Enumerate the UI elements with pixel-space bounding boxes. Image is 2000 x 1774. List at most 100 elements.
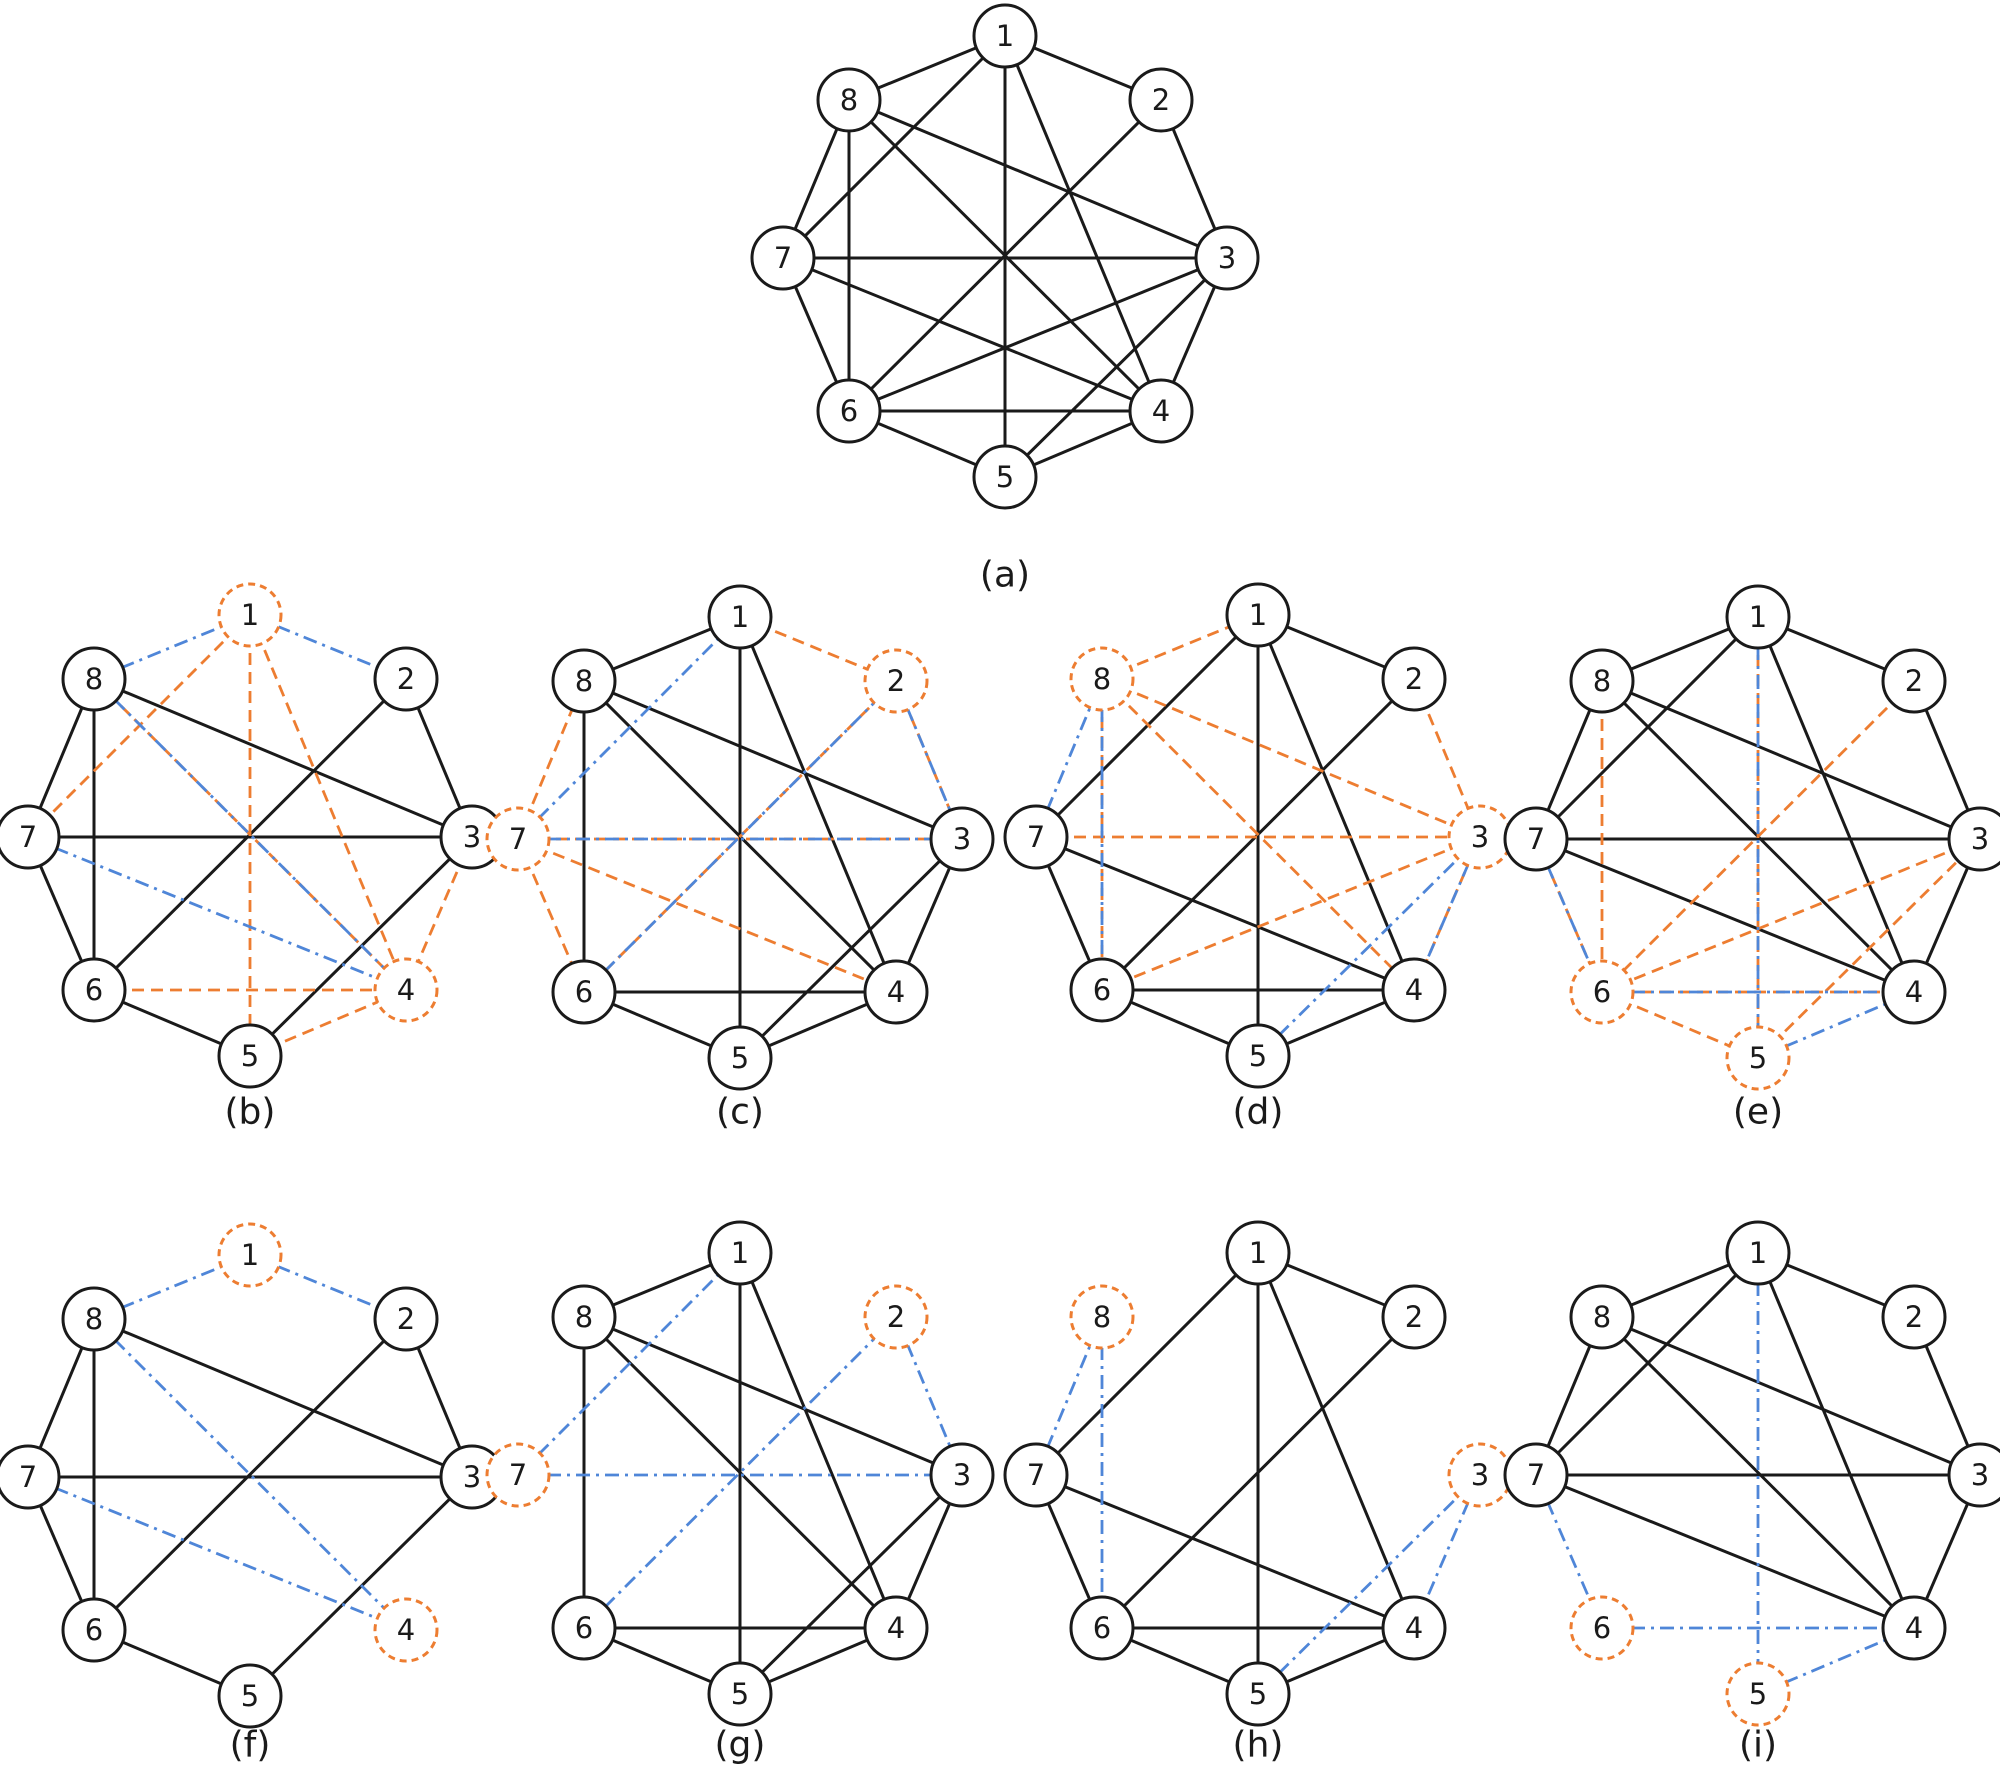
- edge-solid-8-4: [1600, 1315, 1916, 1630]
- node-label: 1: [241, 598, 259, 632]
- node-1: 1: [217, 582, 283, 648]
- node-label: 3: [1971, 1458, 1989, 1492]
- node-1: 1: [707, 584, 773, 650]
- panel-caption-b: (b): [225, 1092, 276, 1133]
- node-6: 6: [551, 959, 617, 1025]
- panel-caption-i: (i): [1739, 1725, 1777, 1766]
- edge-solid-7-4: [1035, 1473, 1415, 1630]
- node-label: 6: [840, 394, 858, 428]
- panel-caption-d: (d): [1233, 1092, 1284, 1133]
- node-6: 6: [1069, 1595, 1135, 1661]
- panel-caption-h: (h): [1233, 1725, 1284, 1766]
- node-circle: [1069, 1595, 1135, 1661]
- edge-solid-3-5: [738, 837, 964, 1060]
- edge-added-7-1: [517, 1252, 741, 1476]
- node-label: 2: [397, 662, 415, 696]
- node-circle: [1003, 1442, 1069, 1508]
- node-label: 8: [85, 1302, 103, 1336]
- node-label: 5: [1249, 1039, 1267, 1073]
- node-label: 5: [1749, 1041, 1767, 1075]
- node-label: 8: [840, 83, 858, 117]
- node-circle: [551, 1595, 617, 1661]
- node-label: 5: [731, 1041, 749, 1075]
- node-8: 8: [1569, 1284, 1635, 1350]
- edge-solid-7-4: [1035, 835, 1415, 992]
- node-label: 2: [1405, 1300, 1423, 1334]
- edge-removed-1-4: [248, 614, 408, 991]
- node-label: 1: [1749, 1236, 1767, 1270]
- edge-solid-8-3: [93, 1317, 473, 1479]
- node-circle: [707, 1661, 773, 1727]
- node-label: 6: [1593, 1611, 1611, 1645]
- panel-caption-g: (g): [715, 1725, 766, 1766]
- node-label: 1: [1249, 1236, 1267, 1270]
- node-label: 8: [1593, 664, 1611, 698]
- node-label: 7: [774, 241, 792, 275]
- node-circle: [373, 646, 439, 712]
- node-1: 1: [1725, 1220, 1791, 1286]
- node-8: 8: [61, 1286, 127, 1352]
- node-label: 6: [85, 1613, 103, 1647]
- node-label: 8: [575, 1300, 593, 1334]
- node-circle: [1881, 648, 1947, 714]
- node-6: 6: [816, 378, 882, 444]
- edge-added-7-1: [517, 616, 741, 840]
- edge-solid-1-7: [1534, 1251, 1760, 1477]
- node-circle: [61, 1286, 127, 1352]
- node-7: 7: [1503, 1442, 1569, 1508]
- node-8: 8: [816, 67, 882, 133]
- node-2: 2: [1381, 646, 1447, 712]
- node-3: 3: [1947, 806, 2000, 872]
- node-label: 2: [887, 1300, 905, 1334]
- edge-solid-8-3: [583, 679, 963, 841]
- node-label: 8: [85, 662, 103, 696]
- node-7: 7: [485, 806, 551, 872]
- node-8: 8: [1069, 646, 1135, 712]
- node-circle: [707, 1025, 773, 1091]
- node-7: 7: [1503, 806, 1569, 872]
- panel-caption-c: (c): [716, 1092, 764, 1133]
- node-circle: [1225, 1023, 1291, 1089]
- node-1: 1: [1225, 582, 1291, 648]
- edge-removed-8-4: [93, 678, 407, 991]
- node-circle: [929, 1442, 995, 1508]
- node-circle: [485, 806, 551, 872]
- node-8: 8: [1069, 1284, 1135, 1350]
- node-label: 1: [731, 1236, 749, 1270]
- node-label: 5: [1249, 1677, 1267, 1711]
- edge-added-5-3: [1257, 1474, 1481, 1695]
- node-label: 6: [1093, 1611, 1111, 1645]
- node-circle: [1225, 582, 1291, 648]
- node-circle: [1569, 1595, 1635, 1661]
- node-circle: [1381, 1284, 1447, 1350]
- node-2: 2: [1881, 1284, 1947, 1350]
- node-label: 3: [1218, 241, 1236, 275]
- node-circle: [863, 648, 929, 714]
- edge-solid-7-4: [1535, 1473, 1915, 1630]
- node-circle: [863, 959, 929, 1025]
- node-5: 5: [707, 1661, 773, 1727]
- node-label: 1: [241, 1238, 259, 1272]
- node-circle: [1128, 67, 1194, 133]
- node-label: 7: [1527, 822, 1545, 856]
- node-label: 4: [397, 1613, 415, 1647]
- node-label: 5: [731, 1677, 749, 1711]
- node-label: 2: [1905, 1300, 1923, 1334]
- node-label: 4: [887, 1611, 905, 1645]
- node-circle: [1381, 1595, 1447, 1661]
- node-circle: [1003, 804, 1069, 870]
- edge-removed-1-7: [27, 614, 251, 838]
- edge-solid-8-3: [93, 677, 473, 839]
- node-circle: [1503, 1442, 1569, 1508]
- node-circle: [373, 957, 439, 1023]
- node-circle: [972, 3, 1038, 69]
- node-3: 3: [1194, 225, 1260, 291]
- edge-removed-5-3: [1757, 838, 1981, 1059]
- node-circle: [1225, 1220, 1291, 1286]
- node-6: 6: [61, 957, 127, 1023]
- node-circle: [816, 378, 882, 444]
- edge-solid-8-3: [1601, 1315, 1981, 1477]
- node-circle: [1947, 806, 2000, 872]
- node-label: 3: [953, 1458, 971, 1492]
